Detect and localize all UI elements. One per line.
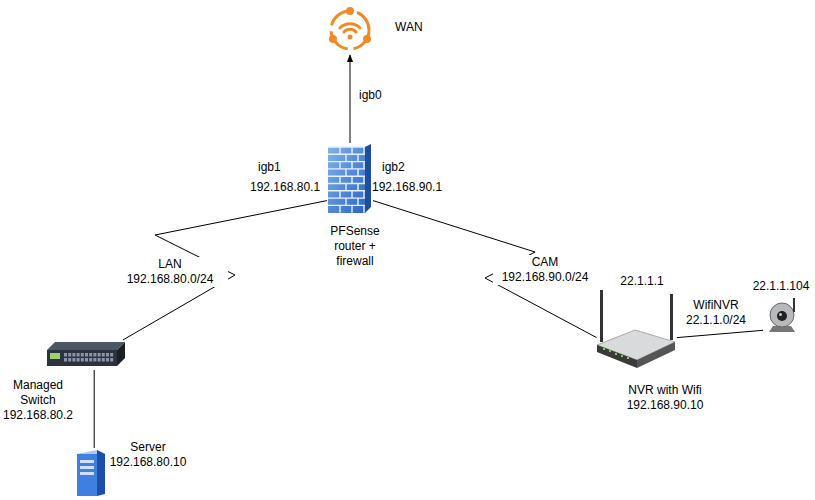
switch-icon	[45, 340, 127, 370]
ip-camera: 22.1.1.104	[763, 298, 801, 336]
interface-label: 192.168.90.1	[372, 180, 442, 195]
server: Server 192.168.80.10	[75, 448, 107, 498]
interface-label: 192.168.80.1	[250, 180, 320, 195]
wan-cloud: WAN	[325, 5, 375, 55]
link-label: CAM 192.168.90.0/24	[493, 255, 597, 285]
network-link	[373, 201, 597, 338]
node-label: 22.1.1.104	[753, 279, 810, 294]
node-label: 22.1.1.1	[620, 274, 663, 289]
network-link	[677, 330, 763, 337]
nvr-router: 22.1.1.1NVR with Wifi 192.168.90.10	[595, 290, 677, 375]
link-label: LAN 192.168.80.0/24	[112, 257, 228, 287]
server-icon	[75, 448, 107, 498]
firewall-icon	[327, 143, 373, 215]
link-label: igb0	[357, 88, 384, 103]
link-label: WifiNVR 22.1.1.0/24	[677, 298, 755, 328]
node-label: WAN	[395, 20, 423, 35]
wan-icon	[325, 5, 375, 55]
network-link	[350, 55, 351, 143]
nvr-router-icon	[595, 290, 677, 375]
node-label: Managed Switch 192.168.80.2	[1, 378, 75, 423]
node-label: PFSense router + firewall	[323, 224, 387, 269]
managed-switch: Managed Switch 192.168.80.2	[45, 340, 127, 370]
camera-icon	[763, 298, 801, 336]
node-label: NVR with Wifi 192.168.90.10	[620, 383, 710, 413]
firewall-router: PFSense router + firewall	[327, 143, 373, 215]
network-link	[94, 370, 95, 448]
interface-label: igb1	[258, 160, 281, 175]
node-label: Server 192.168.80.10	[103, 440, 193, 470]
interface-label: igb2	[382, 160, 405, 175]
